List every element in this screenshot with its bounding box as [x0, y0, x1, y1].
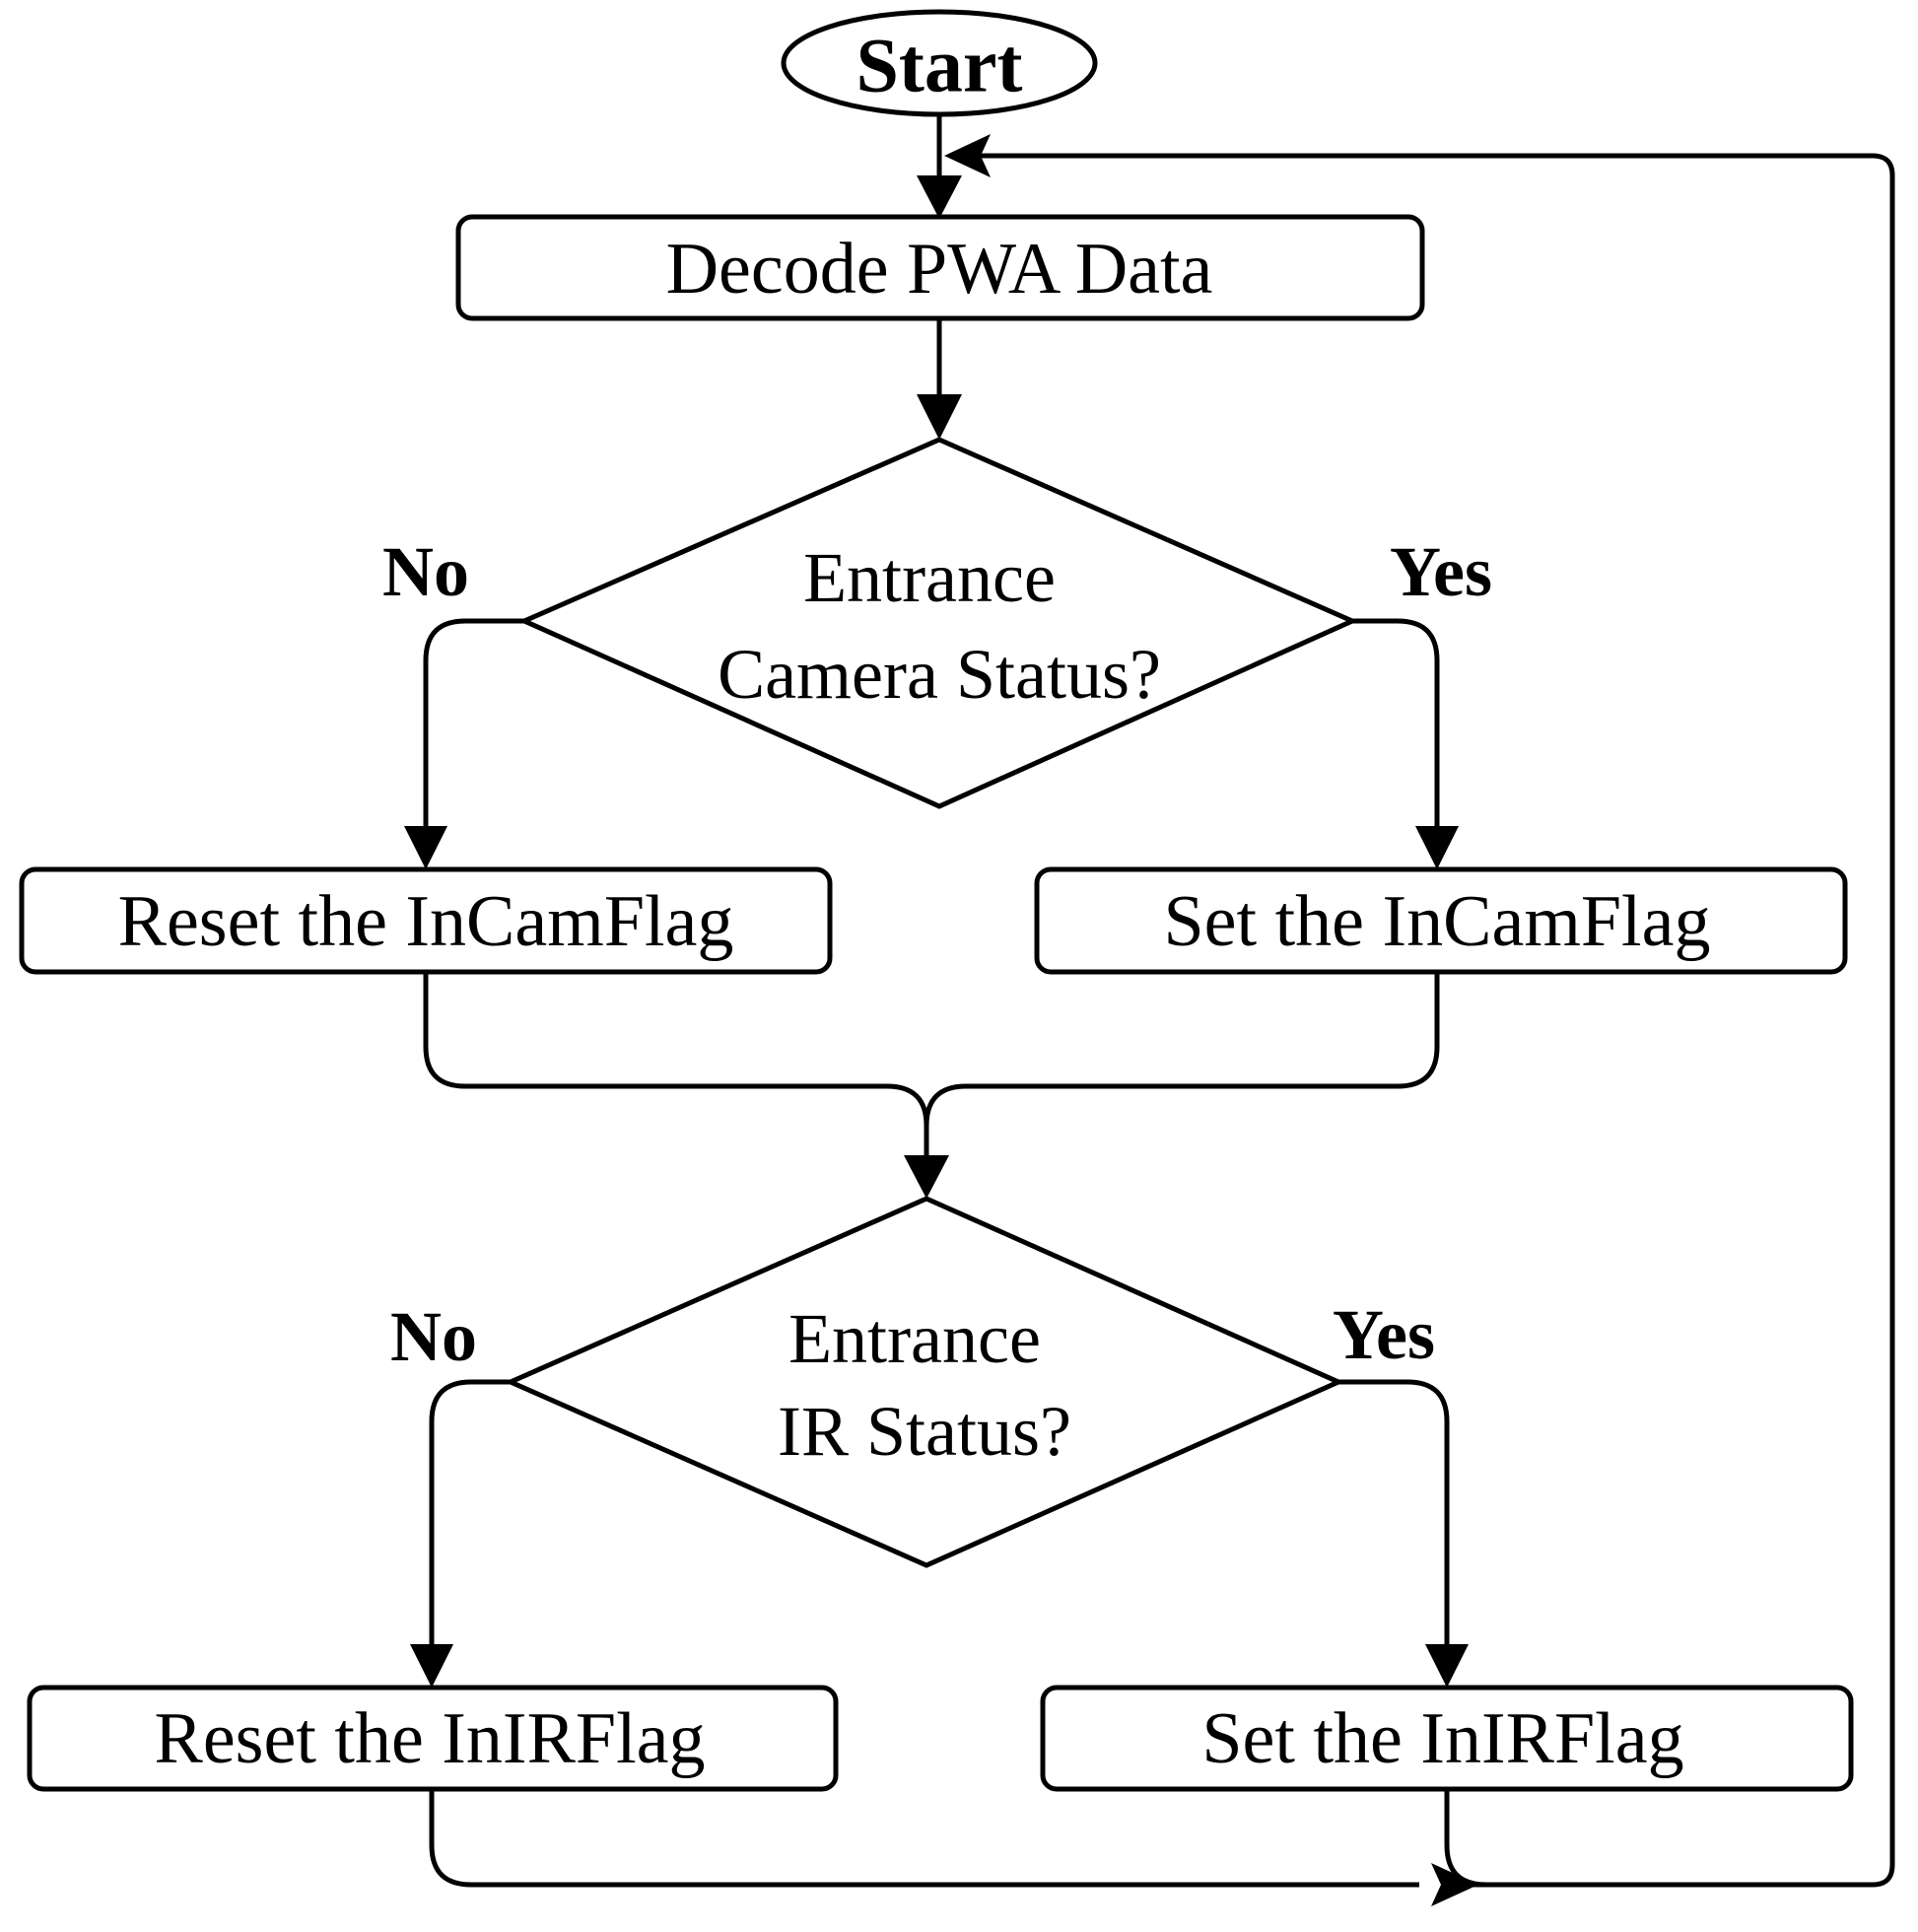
set-ir-label: Set the InIRFlag: [1201, 1698, 1683, 1779]
reset-ir-label: Reset the InIRFlag: [154, 1698, 705, 1779]
camera-decision: Entrance Camera Status?: [517, 437, 1359, 809]
start-node: Start: [781, 9, 1098, 117]
reset-ir-box: Reset the InIRFlag: [27, 1685, 839, 1792]
arrowhead-ir-decision: [904, 1155, 949, 1199]
connector-loop-back: [964, 153, 1895, 1888]
arrowhead-loop: [944, 134, 991, 177]
arrowhead-set-ir: [1425, 1644, 1469, 1688]
start-label: Start: [856, 23, 1023, 108]
arrowheads: [404, 134, 1478, 1906]
camera-yes-label: Yes: [1390, 532, 1492, 611]
connector-ir-merge-left: [429, 1789, 1419, 1888]
connectors: [423, 115, 1895, 1888]
ir-decision-line1: Entrance: [788, 1299, 1041, 1378]
set-ir-box: Set the InIRFlag: [1040, 1685, 1854, 1792]
set-cam-box: Set the InCamFlag: [1034, 866, 1848, 975]
arrowhead-camera-decision: [917, 394, 962, 440]
arrowhead-reset-ir: [410, 1644, 453, 1688]
camera-decision-line1: Entrance: [803, 538, 1056, 617]
arrowhead-decode: [917, 175, 962, 219]
connector-ir-merge-right: [1444, 1789, 1487, 1888]
ir-decision-line2: IR Status?: [778, 1392, 1071, 1471]
reset-cam-label: Reset the InCamFlag: [118, 881, 734, 962]
set-cam-label: Set the InCamFlag: [1164, 881, 1711, 962]
camera-no-label: No: [382, 532, 469, 611]
connector-camera-merge-right: [924, 972, 1440, 1127]
connector-ir-yes: [1338, 1379, 1450, 1652]
connector-camera-no: [423, 618, 524, 836]
arrowhead-reset-cam: [404, 826, 447, 869]
arrowhead-set-cam: [1415, 826, 1459, 869]
connector-ir-no: [429, 1379, 511, 1652]
arrowhead-bottom-merge: [1431, 1863, 1478, 1906]
connector-camera-yes: [1352, 618, 1440, 836]
decode-label: Decode PWA Data: [666, 229, 1213, 310]
connector-camera-merge: [423, 972, 929, 1168]
camera-decision-line2: Camera Status?: [718, 635, 1161, 714]
reset-cam-box: Reset the InCamFlag: [19, 866, 833, 975]
decode-box: Decode PWA Data: [455, 214, 1425, 321]
ir-yes-label: Yes: [1333, 1295, 1435, 1374]
ir-decision: Entrance IR Status?: [504, 1196, 1345, 1568]
ir-no-label: No: [390, 1297, 477, 1376]
